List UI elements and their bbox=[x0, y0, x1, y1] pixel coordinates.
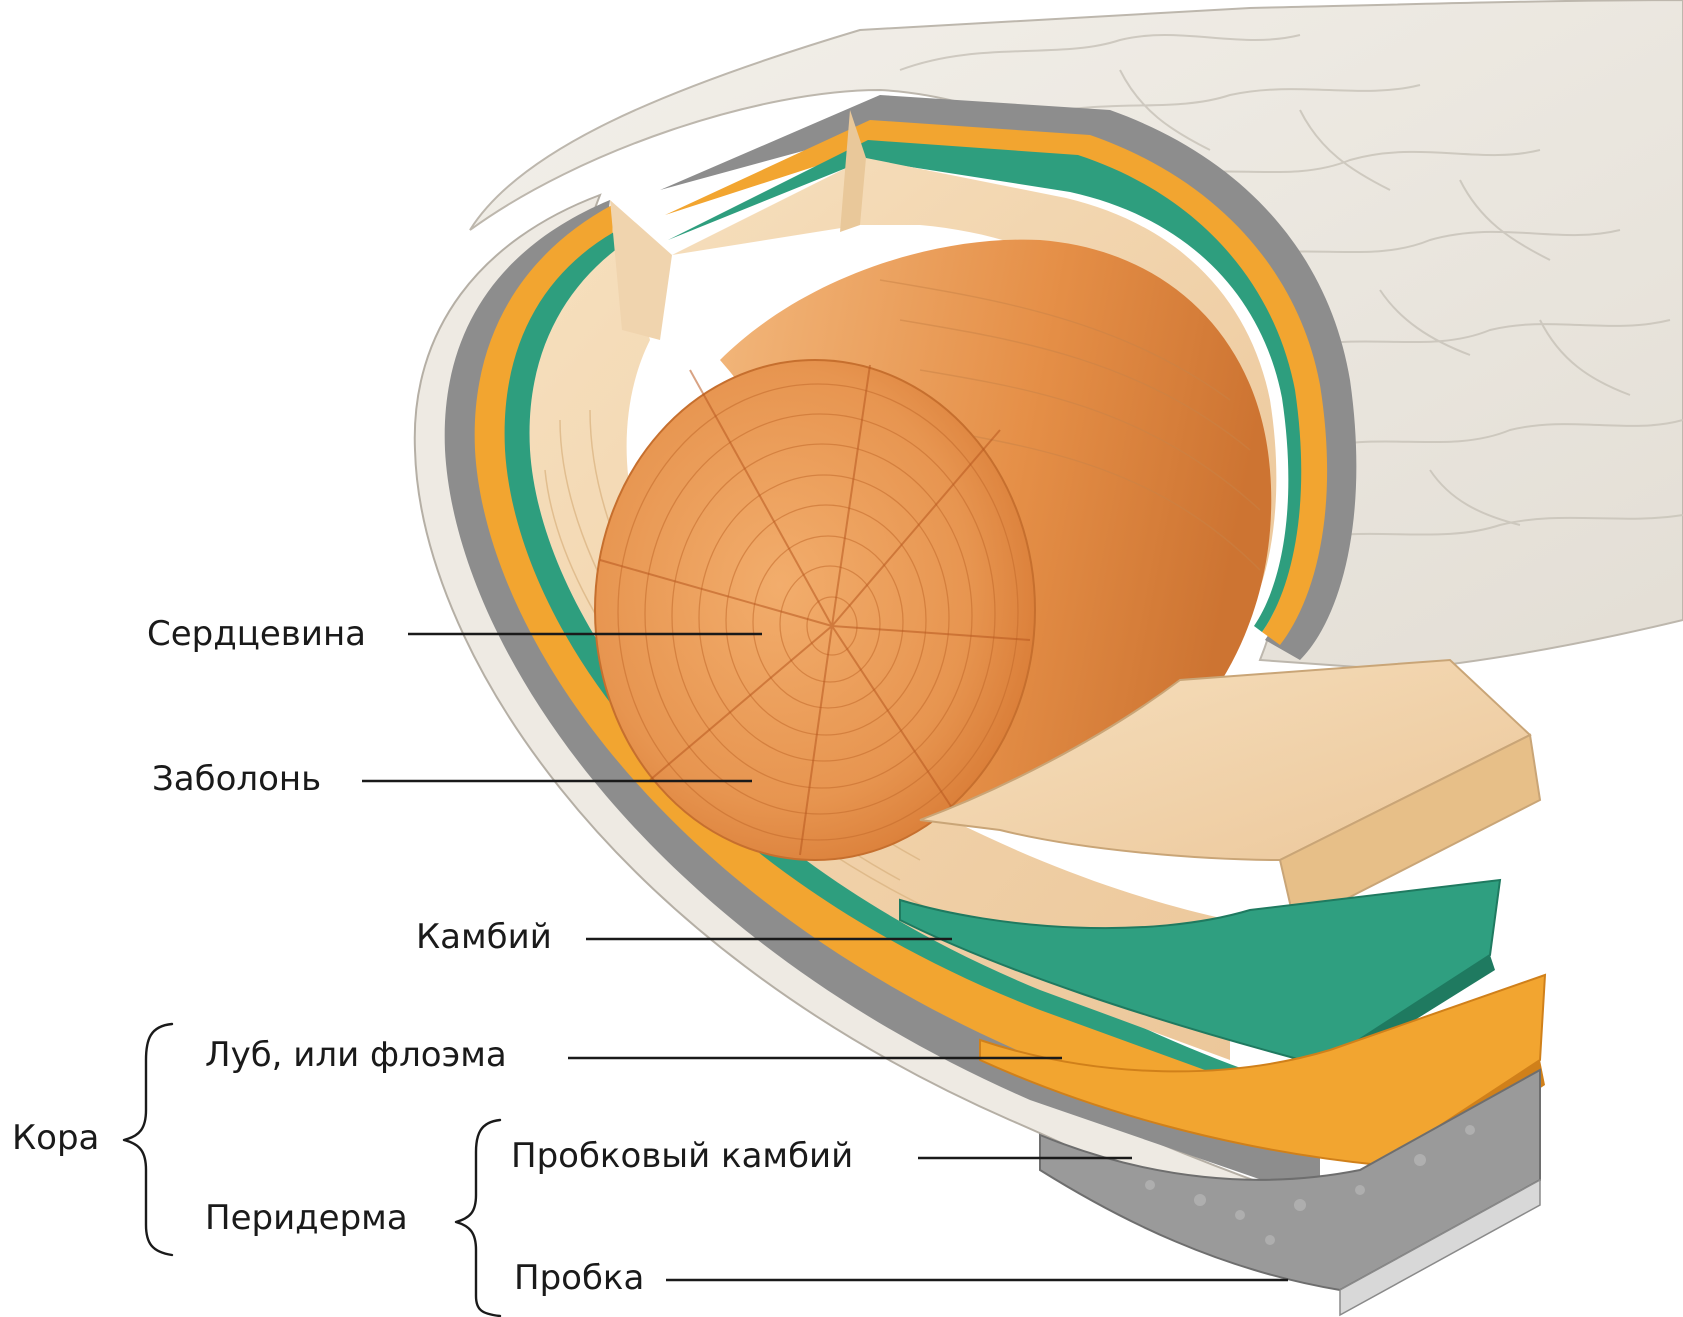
label-cork: Пробка bbox=[514, 1258, 1288, 1298]
label-cork-cambium: Пробковый камбий bbox=[511, 1136, 1132, 1176]
label-bark: Кора bbox=[12, 1118, 99, 1158]
svg-text:Пробковый камбий: Пробковый камбий bbox=[511, 1136, 853, 1176]
svg-text:Сердцевина: Сердцевина bbox=[147, 614, 366, 654]
svg-text:Заболонь: Заболонь bbox=[152, 759, 321, 799]
periderm-brace bbox=[456, 1120, 500, 1316]
svg-text:Пробка: Пробка bbox=[514, 1258, 644, 1298]
svg-text:Камбий: Камбий bbox=[416, 917, 552, 957]
svg-text:Кора: Кора bbox=[12, 1118, 99, 1158]
svg-text:Луб, или флоэма: Луб, или флоэма bbox=[205, 1035, 507, 1075]
bark-brace bbox=[124, 1024, 172, 1255]
label-periderm: Перидерма bbox=[205, 1198, 408, 1238]
svg-text:Перидерма: Перидерма bbox=[205, 1198, 408, 1238]
